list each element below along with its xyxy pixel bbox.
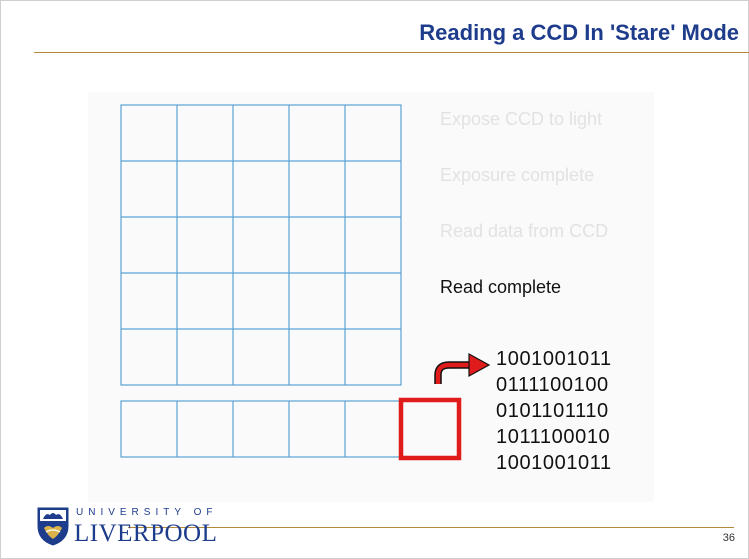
title-rule	[34, 52, 749, 53]
background-texture	[88, 92, 654, 502]
page-number: 36	[722, 532, 735, 544]
binary-row: 1001001011	[496, 348, 612, 370]
footer-rule	[128, 527, 734, 528]
binary-output: 1001001011 0111100100 0101101110 1011100…	[496, 346, 612, 476]
liverpool-text: LIVERPOOL	[74, 520, 218, 547]
binary-row: 0101101110	[496, 400, 609, 422]
university-crest-icon	[37, 507, 69, 546]
binary-row: 1001001011	[496, 452, 612, 474]
readout-amplifier-box	[398, 397, 462, 461]
binary-row: 0111100100	[496, 374, 609, 396]
binary-row: 1011100010	[496, 426, 611, 448]
step-read-complete: Read complete	[440, 277, 562, 297]
step-expose: Expose CCD to light	[440, 109, 603, 129]
step-read-data: Read data from CCD	[440, 221, 609, 241]
slide-title: Reading a CCD In 'Stare' Mode	[419, 20, 739, 45]
ccd-pixel-array	[120, 104, 402, 386]
serial-register	[120, 400, 402, 458]
step-exposure-complete: Exposure complete	[440, 165, 595, 185]
university-of-text: UNIVERSITY OF	[76, 507, 218, 518]
curved-arrow-icon	[434, 352, 491, 384]
